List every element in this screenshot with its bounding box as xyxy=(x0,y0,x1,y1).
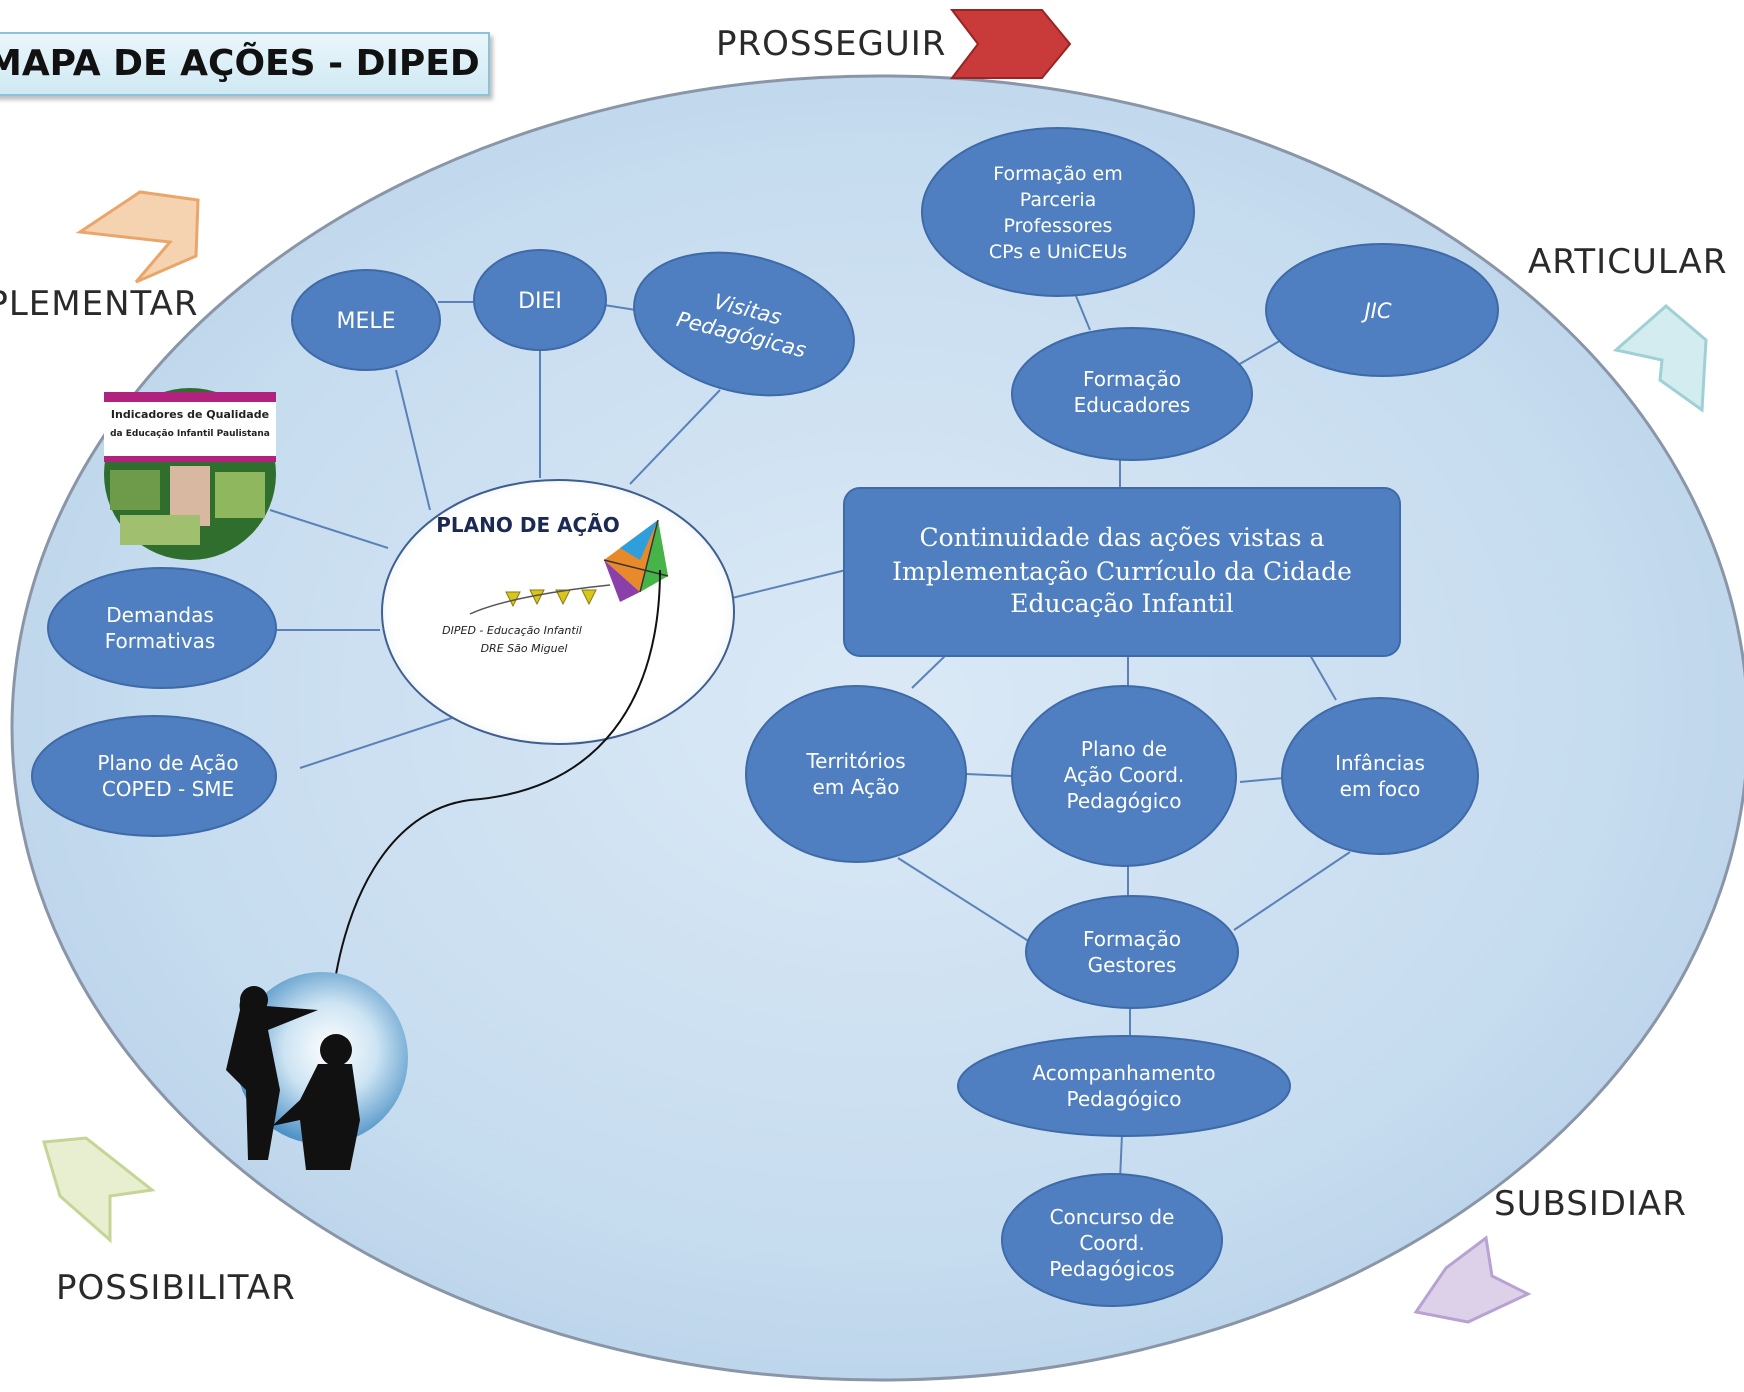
node-diei: DIEI xyxy=(473,249,607,351)
plano-de-acao-node: PLANO DE AÇÃO DIPED - Educação Infantil … xyxy=(381,479,735,745)
node-plano-coord: Plano de Ação Coord. Pedagógico xyxy=(1011,685,1237,867)
node-gestores-line-1: Formação xyxy=(1083,927,1181,951)
node-acompanhamento-line-2: Pedagógico xyxy=(1066,1087,1181,1111)
page-title: MAPA DE AÇÕES - DIPED xyxy=(0,32,490,96)
central-line-2: Implementação Currículo da Cidade xyxy=(892,557,1352,586)
kite-icon xyxy=(603,519,669,602)
node-mele: MELE xyxy=(291,269,441,371)
node-concurso-line-3: Pedagógicos xyxy=(1049,1257,1174,1281)
indicadores-line-2: da Educação Infantil Paulistana xyxy=(110,429,270,439)
verb-subsidiar: SUBSIDIAR xyxy=(1494,1184,1687,1224)
children-silhouette-image xyxy=(226,972,408,1170)
node-acompanhamento-line-1: Acompanhamento xyxy=(1032,1061,1215,1085)
central-line-1: Continuidade das ações vistas a xyxy=(920,523,1325,552)
node-jic: JIC xyxy=(1265,243,1499,377)
node-territorios: Territórios em Ação xyxy=(745,685,967,863)
plano-caption-1: DIPED - Educação Infantil xyxy=(442,624,582,637)
node-formacao-educadores: Formação Educadores xyxy=(1011,327,1253,461)
node-diei-label: DIEI xyxy=(518,289,562,314)
node-parceria-line-1: Formação em xyxy=(993,163,1122,185)
node-plano-coord-line-1: Plano de xyxy=(1081,737,1167,761)
verb-implementar: IMPLEMENTAR xyxy=(0,284,199,324)
node-plano-coord-line-2: Ação Coord. xyxy=(1064,763,1185,787)
node-jic-label: JIC xyxy=(1360,299,1391,323)
node-concurso-line-2: Coord. xyxy=(1079,1231,1144,1255)
node-acompanhamento: Acompanhamento Pedagógico xyxy=(957,1035,1291,1137)
implementar-arrow-icon xyxy=(75,190,200,284)
node-coped-line-1: Plano de Ação xyxy=(97,751,238,775)
node-educadores-line-1: Formação xyxy=(1083,367,1181,391)
node-formacao-gestores: Formação Gestores xyxy=(1025,895,1239,1009)
plano-title: PLANO DE AÇÃO xyxy=(436,513,619,537)
indicadores-image: Indicadores de Qualidade da Educação Inf… xyxy=(104,388,276,560)
node-parceria-line-3: Professores xyxy=(1004,215,1113,237)
bunting-icon xyxy=(505,589,597,608)
node-plano-coord-line-3: Pedagógico xyxy=(1066,789,1181,813)
node-concurso: Concurso de Coord. Pedagógicos xyxy=(1001,1173,1223,1307)
indicadores-line-1: Indicadores de Qualidade xyxy=(111,408,269,421)
node-demandas-line-1: Demandas xyxy=(106,603,214,627)
node-parceria-line-4: CPs e UniCEUs xyxy=(989,241,1127,263)
possibilitar-arrow-icon xyxy=(42,1136,156,1244)
node-infancias-line-1: Infâncias xyxy=(1335,751,1425,775)
node-mele-label: MELE xyxy=(336,309,395,334)
node-infancias-line-2: em foco xyxy=(1340,777,1421,801)
articular-arrow-icon xyxy=(1612,304,1708,413)
node-gestores-line-2: Gestores xyxy=(1088,953,1177,977)
node-parceria-line-2: Parceria xyxy=(1020,189,1097,211)
node-territorios-line-1: Territórios xyxy=(805,749,905,773)
prosseguir-arrow-icon xyxy=(949,9,1072,79)
node-visitas: Visitas Pedagógicas xyxy=(633,251,855,397)
node-demandas-line-2: Formativas xyxy=(105,629,216,653)
subsidiar-arrow-icon xyxy=(1413,1235,1532,1324)
central-line-3: Educação Infantil xyxy=(1010,589,1233,618)
central-goal-box: Continuidade das ações vistas a Implemen… xyxy=(843,487,1401,657)
verb-articular: ARTICULAR xyxy=(1528,242,1728,282)
node-educadores-line-2: Educadores xyxy=(1074,393,1191,417)
verb-prosseguir: PROSSEGUIR xyxy=(716,24,947,64)
plano-caption-2: DRE São Miguel xyxy=(481,642,568,655)
node-coped-line-2: COPED - SME xyxy=(102,777,234,801)
node-infancias: Infâncias em foco xyxy=(1281,697,1479,855)
node-formacao-parceria: Formação em Parceria Professores CPs e U… xyxy=(921,127,1195,297)
kite-string xyxy=(329,569,661,1021)
node-concurso-line-1: Concurso de xyxy=(1050,1205,1175,1229)
node-territorios-line-2: em Ação xyxy=(813,775,900,799)
node-demandas: Demandas Formativas xyxy=(47,567,277,689)
verb-possibilitar: POSSIBILITAR xyxy=(56,1268,296,1308)
node-coped: Plano de Ação COPED - SME xyxy=(31,715,277,837)
